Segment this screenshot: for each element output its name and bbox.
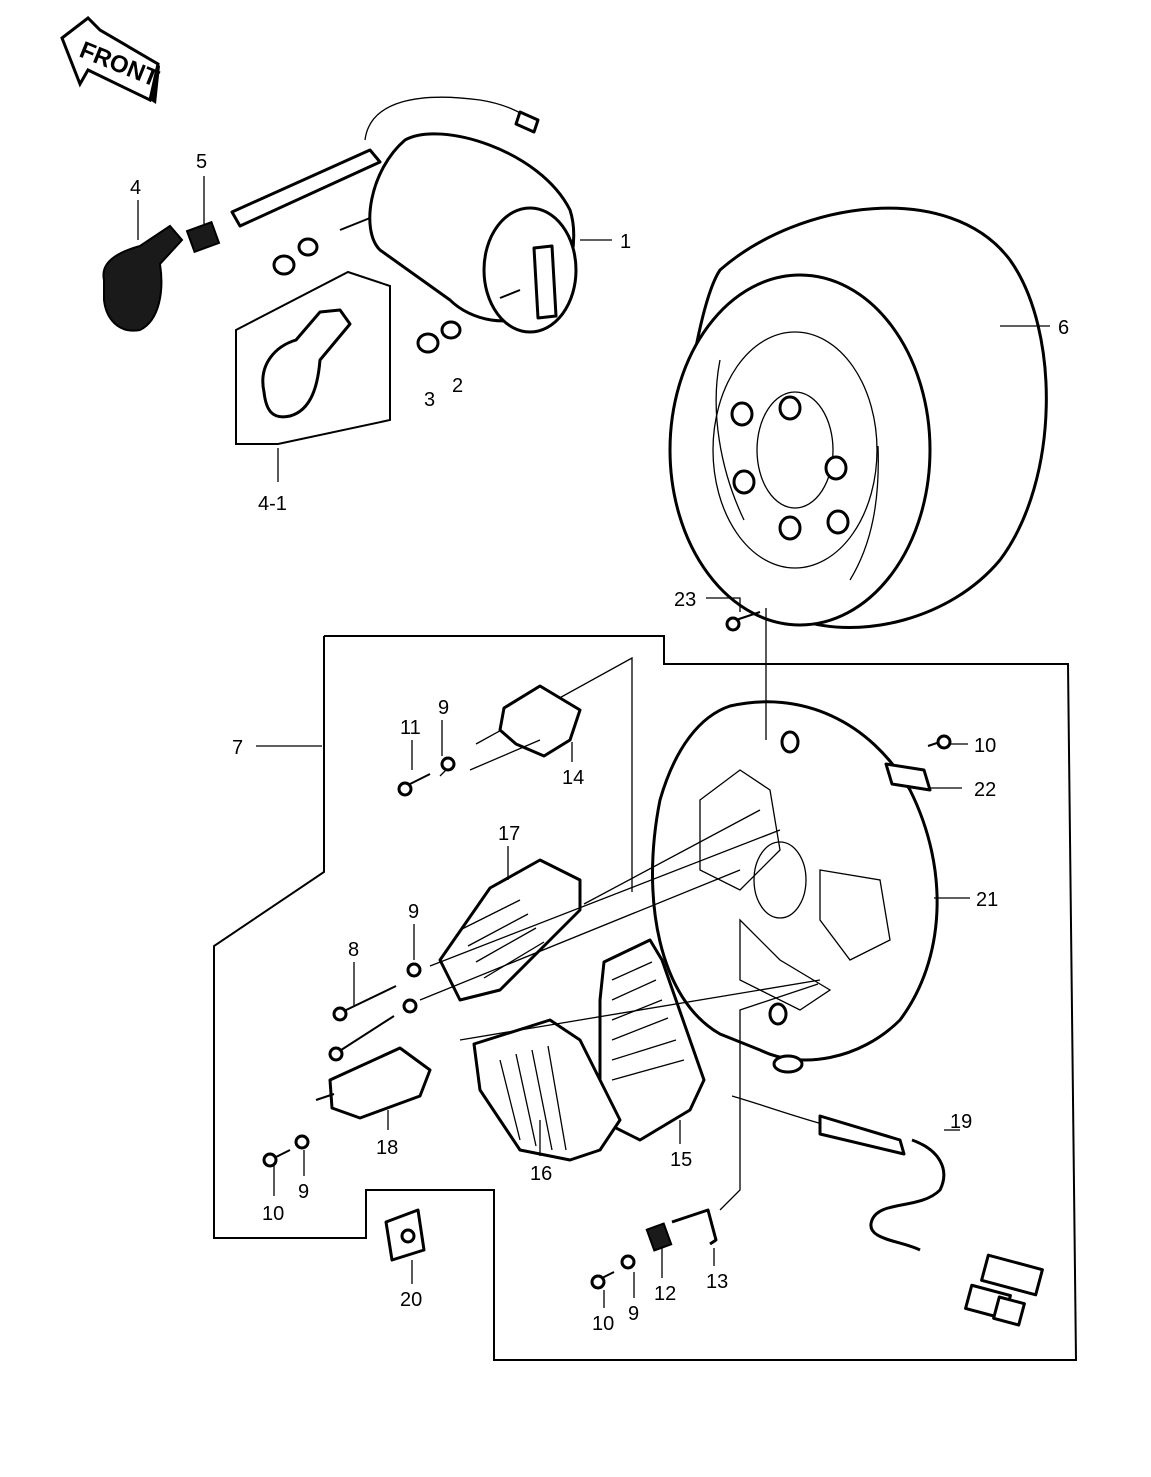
leader-lines xyxy=(137,176,1050,1308)
callout-19: 19 xyxy=(950,1111,972,1133)
callout-9-d: 9 xyxy=(628,1303,639,1325)
callout-2: 2 xyxy=(452,375,463,397)
stator-plate xyxy=(651,700,939,1062)
grommet-20 xyxy=(384,1208,426,1262)
ignition-coil xyxy=(230,96,578,334)
callout-21: 21 xyxy=(976,889,998,911)
callout-16: 16 xyxy=(530,1163,552,1185)
coil-16 xyxy=(472,1018,622,1162)
callout-23: 23 xyxy=(674,589,696,611)
callout-9-c: 9 xyxy=(298,1181,309,1203)
callout-11: 11 xyxy=(400,717,421,739)
bracket-13 xyxy=(671,1208,718,1246)
spring xyxy=(185,220,221,254)
callout-22: 22 xyxy=(974,779,996,801)
callout-3: 3 xyxy=(424,389,435,411)
wiring-harness-19 xyxy=(731,1054,1044,1327)
spring-12 xyxy=(645,1222,673,1252)
callout-10-b: 10 xyxy=(262,1203,284,1225)
callout-12: 12 xyxy=(654,1283,676,1305)
callout-10-c: 10 xyxy=(592,1313,614,1335)
callout-10-a: 10 xyxy=(974,735,996,757)
screws xyxy=(262,611,952,1290)
pickup-14 xyxy=(498,684,582,758)
coil-17 xyxy=(438,858,582,1002)
cap-variant-box xyxy=(235,270,391,445)
callout-9-b: 9 xyxy=(408,901,419,923)
callout-9-a: 9 xyxy=(438,697,449,719)
washers xyxy=(272,237,462,354)
spark-plug-cap xyxy=(102,224,184,332)
stator-group-box xyxy=(213,635,1078,1361)
plate-22 xyxy=(884,762,932,792)
callout-4: 4 xyxy=(130,177,141,199)
washers-9 xyxy=(294,756,636,1270)
callout-1: 1 xyxy=(620,231,631,253)
callout-14: 14 xyxy=(562,767,584,789)
callout-17: 17 xyxy=(498,823,520,845)
front-arrow: FRONT xyxy=(60,16,163,104)
flywheel xyxy=(668,206,1048,629)
callout-20: 20 xyxy=(400,1289,422,1311)
capacitor-18 xyxy=(315,1046,432,1120)
callout-5: 5 xyxy=(196,151,207,173)
callout-labels: 1 2 3 4 4-1 5 6 7 8 9 9 9 9 10 10 10 11 … xyxy=(130,151,1069,1335)
callout-7: 7 xyxy=(232,737,243,759)
callout-6: 6 xyxy=(1058,317,1069,339)
callout-15: 15 xyxy=(670,1149,692,1171)
callout-4-1: 4-1 xyxy=(258,493,287,515)
callout-13: 13 xyxy=(706,1271,728,1293)
callout-8: 8 xyxy=(348,939,359,961)
callout-18: 18 xyxy=(376,1137,398,1159)
